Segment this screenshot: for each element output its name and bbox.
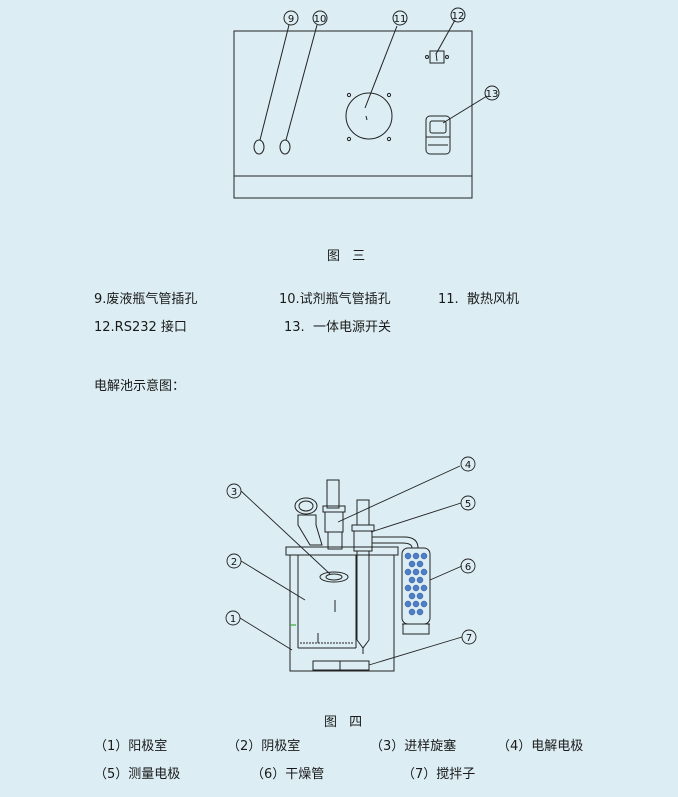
stir-bar xyxy=(312,660,370,671)
back-panel-outline xyxy=(233,30,473,199)
injection-stopcock xyxy=(319,571,349,583)
legend-item-10: 10.试剂瓶气管插孔 xyxy=(279,292,391,307)
legend-item-11: 11. 散热风机 xyxy=(438,292,519,307)
callout-9: 9 xyxy=(288,14,294,25)
figure4-caption: 图 四 xyxy=(324,715,367,730)
callout-13: 13 xyxy=(486,89,499,100)
waste-bottle-port xyxy=(253,139,265,155)
legend-item-12: 12.RS232 接口 xyxy=(94,320,187,335)
cooling-fan xyxy=(345,92,393,140)
legend-item-4: （4）电解电极 xyxy=(497,739,584,754)
callout-12: 12 xyxy=(452,11,465,22)
callout-10: 10 xyxy=(314,14,327,25)
legend-item-9: 9.废液瓶气管插孔 xyxy=(94,292,198,307)
power-switch xyxy=(425,115,451,155)
legend-item-5: （5）测量电极 xyxy=(94,767,181,782)
callout-5: 5 xyxy=(465,499,471,510)
callout-3: 3 xyxy=(231,487,237,498)
anode-chamber xyxy=(289,552,395,672)
callout-6: 6 xyxy=(465,562,471,573)
callout-7: 7 xyxy=(466,633,472,644)
legend-item-7: （7）搅拌子 xyxy=(402,767,476,782)
callout-2: 2 xyxy=(231,557,237,568)
rs232-port xyxy=(429,50,445,64)
section-heading: 电解池示意图： xyxy=(94,379,186,394)
legend-item-3: （3）进样旋塞 xyxy=(370,739,457,754)
legend-item-13: 13. 一体电源开关 xyxy=(284,320,391,335)
figure3-caption: 图 三 xyxy=(327,249,370,264)
legend-item-6: （6）干燥管 xyxy=(251,767,325,782)
callout-11: 11 xyxy=(394,14,407,25)
legend-item-1: （1）阳极室 xyxy=(94,739,168,754)
reagent-bottle-port xyxy=(279,139,291,155)
callout-1: 1 xyxy=(230,614,236,625)
desiccant-beads xyxy=(404,552,428,616)
legend-item-2: （2）阴极室 xyxy=(227,739,301,754)
callout-4: 4 xyxy=(465,460,471,471)
figure4-diagram xyxy=(285,479,431,672)
